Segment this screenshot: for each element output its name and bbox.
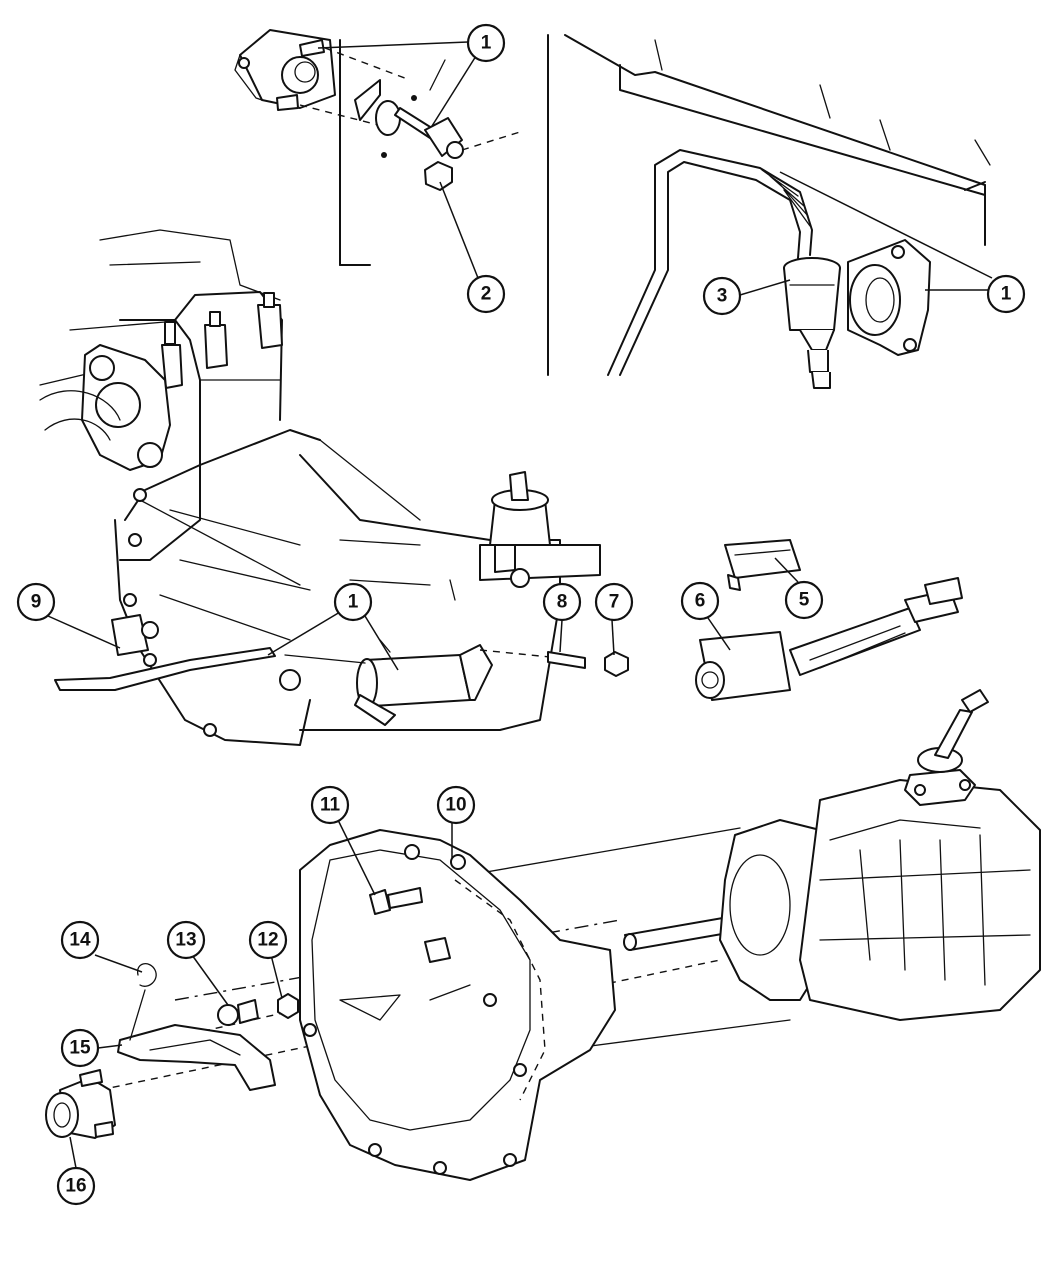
callout-9: 9 — [16, 582, 56, 622]
svg-text:8: 8 — [557, 592, 568, 613]
callout-6: 6 — [680, 581, 720, 621]
svg-text:13: 13 — [175, 930, 196, 951]
svg-text:3: 3 — [717, 286, 728, 307]
callout-8: 8 — [542, 582, 582, 622]
svg-text:1: 1 — [481, 33, 492, 54]
svg-text:6: 6 — [695, 591, 706, 612]
callout-5: 5 — [784, 580, 824, 620]
callout-10: 10 — [436, 785, 476, 825]
callout-15: 15 — [60, 1028, 100, 1068]
svg-text:10: 10 — [445, 795, 466, 816]
callout-7: 7 — [594, 582, 634, 622]
callout-1-slave-cylinder: 1 — [333, 582, 373, 622]
callout-12: 12 — [248, 920, 288, 960]
callout-1-master-cylinder-right: 1 — [986, 274, 1026, 314]
svg-text:1: 1 — [348, 592, 359, 613]
svg-text:1: 1 — [1001, 284, 1012, 305]
callout-1-master-cylinder-top: 1 — [466, 23, 506, 63]
exploded-bellhousing-transmission-view — [45, 689, 1041, 1181]
reservoir-master-cylinder-detail — [547, 34, 991, 389]
svg-text:15: 15 — [69, 1038, 91, 1059]
svg-text:12: 12 — [257, 930, 278, 951]
svg-text:7: 7 — [609, 592, 620, 613]
svg-text:5: 5 — [799, 590, 810, 611]
svg-text:2: 2 — [481, 284, 492, 305]
callout-16: 16 — [56, 1166, 96, 1206]
callout-14: 14 — [60, 920, 100, 960]
svg-text:11: 11 — [320, 795, 341, 816]
engine-transmission-slave-cylinder-view — [39, 229, 629, 746]
svg-text:9: 9 — [31, 592, 42, 613]
master-cylinder-dash-mount-detail — [234, 29, 521, 266]
callout-3: 3 — [702, 276, 742, 316]
sensor-connector-assembly — [695, 539, 963, 701]
svg-text:14: 14 — [69, 930, 91, 951]
callout-2: 2 — [466, 274, 506, 314]
callout-leader-lines — [47, 41, 993, 1169]
callout-11: 11 — [310, 785, 350, 825]
svg-text:16: 16 — [65, 1176, 86, 1197]
callout-13: 13 — [166, 920, 206, 960]
